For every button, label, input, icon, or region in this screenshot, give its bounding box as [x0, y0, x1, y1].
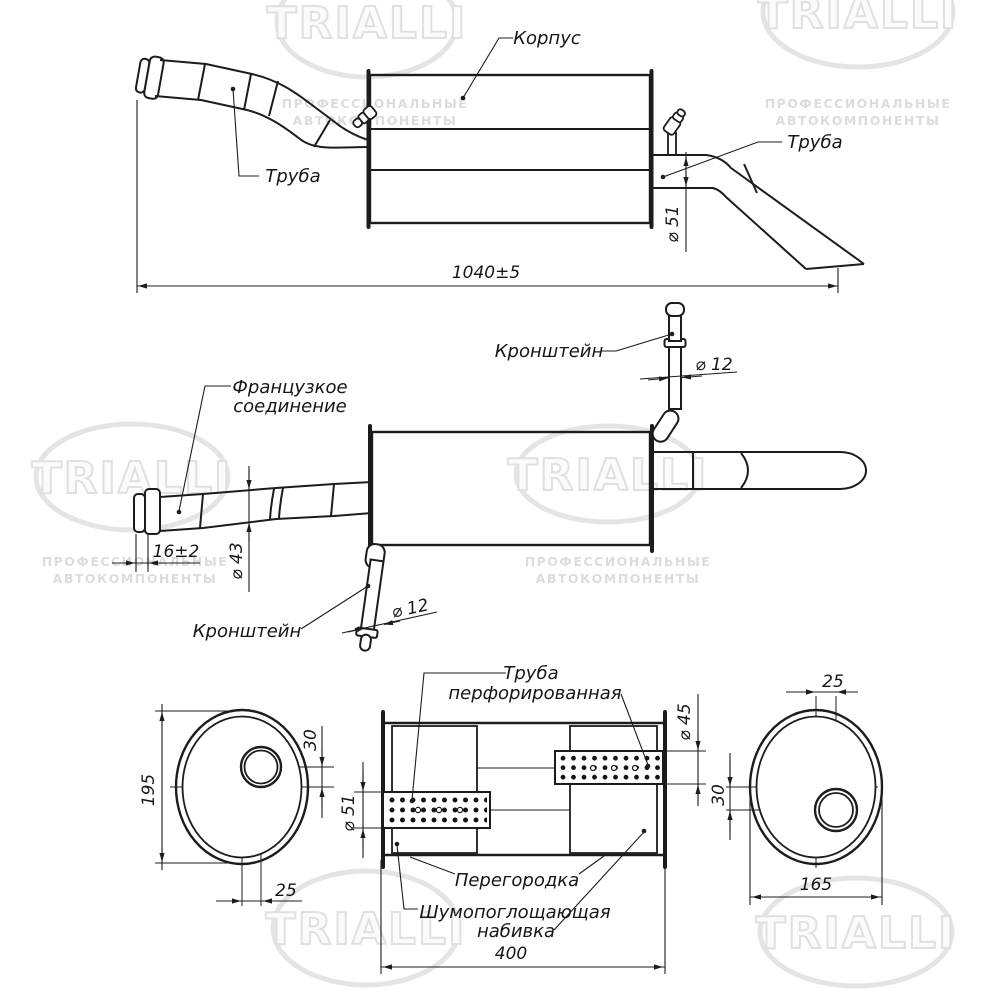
label-stuffing-line2: набивка [477, 921, 555, 942]
dim-section-outlet-pipe-text: ⌀ 45 [675, 703, 695, 740]
outlet-hook-fitting [662, 108, 686, 156]
label-kronshtein-upper: Кронштейн [495, 331, 675, 362]
watermark-tagline-line1: ПРОФЕССИОНАЛЬНЫЕ [525, 554, 712, 569]
dim-right-oval-width-text: 165 [800, 875, 832, 895]
french-joint-flange [133, 488, 161, 535]
trialli-logo-watermark: TRIALLI [507, 423, 709, 525]
watermark-brand-text: TRIALLI [32, 453, 233, 504]
dim-left-oval-offset-h-text: 25 [275, 881, 297, 901]
watermarks: TRIALLI TRIALLI TRIALLI TRIALLI TRIALLI … [31, 0, 959, 989]
label-french-joint-line2: соединение [233, 396, 347, 417]
label-truba-inlet: Труба [230, 86, 321, 187]
dim-outlet-diameter-text: ⌀ 51 [663, 205, 683, 242]
trialli-logo-watermark: TRIALLI [757, 0, 959, 70]
watermark-tagline-line1: ПРОФЕССИОНАЛЬНЫЕ [282, 96, 469, 111]
label-truba-outlet: Труба [660, 132, 843, 180]
trialli-logo-watermark: TRIALLI [266, 0, 468, 80]
inlet-pipe [154, 59, 369, 149]
section-view: ⌀ 51 ⌀ 45 Труба перфорированная Перегоро… [339, 663, 706, 974]
label-korpus: Корпус [460, 28, 581, 101]
label-truba-inlet-text: Труба [265, 166, 320, 187]
perforated-pipe-left [382, 791, 491, 829]
dim-section-length-text: 400 [495, 944, 527, 964]
watermark-tagline: ПРОФЕССИОНАЛЬНЫЕ АВТОКОМПОНЕНТЫ [42, 554, 229, 586]
outlet-pipe [652, 108, 865, 270]
dim-outlet-diameter: ⌀ 51 [663, 152, 689, 252]
dim-bracket-lower-diameter: ⌀ 12 [341, 595, 438, 634]
dim-overall-length-text: 1040±5 [452, 263, 520, 283]
watermark-tagline: ПРОФЕССИОНАЛЬНЫЕ АВТОКОМПОНЕНТЫ [525, 554, 712, 586]
tail-pipe [652, 451, 867, 490]
dim-bracket-upper-diameter: ⌀ 12 [639, 355, 738, 382]
muffler-body [352, 69, 654, 229]
label-truba-outlet-text: Труба [787, 132, 842, 153]
top-view: Корпус Труба Труба ⌀ 51 1040±5 [134, 28, 865, 293]
bracket-upper [651, 302, 687, 443]
dim-right-oval-offset-h-text: 25 [822, 672, 844, 692]
watermark-brand-text: TRIALLI [508, 450, 709, 501]
dim-inlet-diameter-text: ⌀ 43 [227, 542, 247, 579]
label-kronshtein-upper-text: Кронштейн [495, 341, 604, 362]
dim-bracket-upper-diameter-text: ⌀ 12 [695, 355, 732, 375]
label-partition: Перегородка [409, 855, 605, 891]
label-stuffing: Шумопоглощающая набивка [394, 828, 647, 942]
watermark-tagline-line2: АВТОКОМПОНЕНТЫ [536, 571, 701, 586]
inlet-nipple-fitting [352, 105, 378, 129]
watermark-tagline-line2: АВТОКОМПОНЕНТЫ [53, 571, 218, 586]
label-french-joint-line1: Французкое [232, 377, 347, 398]
dim-right-oval-width: 165 [749, 798, 883, 905]
label-partition-text: Перегородка [455, 870, 579, 891]
dim-right-oval-offset-h: 25 [786, 672, 858, 695]
label-perforated-pipe-line2: перфорированная [448, 683, 621, 704]
dim-section-length: 400 [380, 860, 666, 974]
stuffing-block-left [391, 725, 478, 854]
dim-overall-length: 1040±5 [136, 100, 839, 293]
inlet-flange [134, 55, 165, 100]
label-perforated-pipe-line1: Труба [503, 663, 558, 684]
right-end-view: 25 30 165 [709, 672, 884, 905]
dim-section-outlet-pipe: ⌀ 45 [658, 694, 706, 806]
dim-left-oval-height: 195 [139, 704, 237, 870]
stuffing-block-right [569, 725, 658, 854]
dim-inlet-diameter: ⌀ 43 [227, 466, 252, 592]
bracket-lower [355, 543, 386, 652]
watermark-brand-text: TRIALLI [756, 908, 957, 959]
label-perforated-pipe: Труба перфорированная [409, 663, 651, 804]
dim-right-oval-offset-v: 30 [709, 753, 733, 840]
label-kronshtein-lower: Кронштейн [193, 583, 371, 642]
dim-flange-width-text: 16±2 [153, 542, 200, 562]
trialli-logo-watermark: TRIALLI [31, 421, 233, 533]
label-korpus-text: Корпус [513, 28, 581, 49]
trialli-logo-watermark: TRIALLI [265, 868, 467, 988]
inlet-pipe-side [159, 481, 373, 532]
watermark-tagline-line1: ПРОФЕССИОНАЛЬНЫЕ [42, 554, 229, 569]
watermark-brand-text: TRIALLI [758, 0, 959, 39]
dim-section-inlet-pipe: ⌀ 51 [339, 762, 382, 858]
dim-left-oval-offset-v: 30 [301, 726, 325, 818]
label-french-joint: Французкое соединение [176, 377, 348, 515]
watermark-tagline: ПРОФЕССИОНАЛЬНЫЕ АВТОКОМПОНЕНТЫ [765, 96, 952, 128]
watermark-brand-text: TRIALLI [267, 0, 468, 49]
watermark-tagline-line2: АВТОКОМПОНЕНТЫ [293, 113, 458, 128]
watermark-tagline-line2: АВТОКОМПОНЕНТЫ [776, 113, 941, 128]
watermark-brand-text: TRIALLI [266, 904, 467, 955]
dim-left-oval-height-text: 195 [139, 774, 159, 806]
label-stuffing-line1: Шумопоглощающая [419, 902, 610, 923]
left-end-view: 195 30 25 [139, 704, 334, 906]
dim-flange-width: 16±2 [112, 534, 200, 572]
dim-right-oval-offset-v-text: 30 [709, 784, 729, 806]
dim-left-oval-offset-h: 25 [216, 881, 302, 904]
dim-left-oval-offset-v-text: 30 [301, 729, 321, 751]
dim-bracket-lower-diameter-text: ⌀ 12 [390, 595, 431, 622]
middle-view: Кронштейн ⌀ 12 Французкое соединение 16±… [112, 302, 867, 652]
trialli-logo-watermark: TRIALLI [755, 875, 957, 989]
watermark-tagline-line1: ПРОФЕССИОНАЛЬНЫЕ [765, 96, 952, 111]
label-kronshtein-lower-text: Кронштейн [193, 621, 302, 642]
watermark-tagline: ПРОФЕССИОНАЛЬНЫЕ АВТОКОМПОНЕНТЫ [282, 96, 469, 128]
dim-section-inlet-pipe-text: ⌀ 51 [339, 794, 359, 831]
